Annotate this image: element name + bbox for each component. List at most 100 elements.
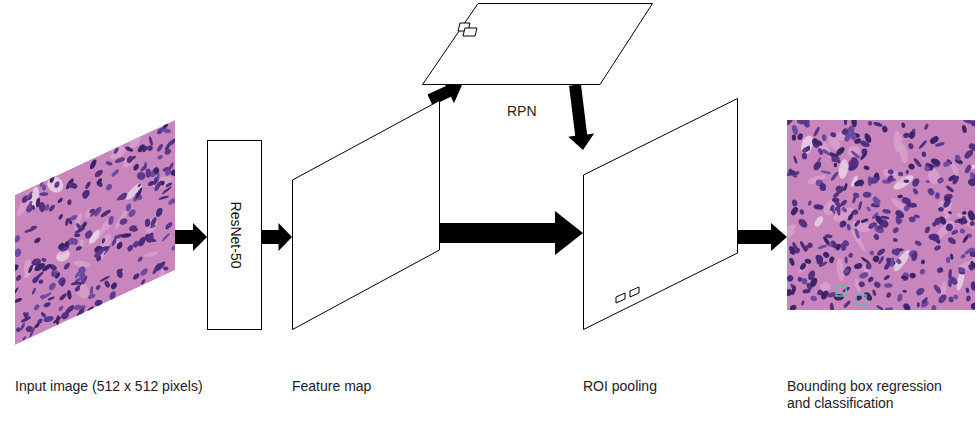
- output-image-shape: [787, 120, 975, 310]
- nucleus: [885, 307, 894, 310]
- nucleus: [829, 204, 835, 212]
- nucleus: [852, 192, 860, 199]
- nucleus: [867, 121, 872, 126]
- nucleus: [89, 206, 100, 217]
- nucleus: [907, 162, 915, 170]
- nucleus: [155, 207, 163, 218]
- nucleus: [793, 155, 798, 164]
- stroma: [821, 197, 841, 218]
- nucleus: [39, 192, 49, 196]
- block-arrow: [440, 211, 583, 255]
- nucleus: [886, 292, 892, 299]
- stroma: [144, 216, 159, 235]
- node-label: Bounding box regression and classificati…: [787, 378, 952, 412]
- nucleus: [840, 221, 845, 227]
- nucleus: [902, 132, 910, 139]
- histology-image: [15, 120, 175, 345]
- nucleus: [135, 171, 147, 181]
- nucleus: [69, 214, 77, 222]
- nucleus: [161, 232, 170, 242]
- nucleus: [901, 275, 909, 280]
- nucleus: [116, 268, 124, 280]
- nucleus: [843, 300, 852, 309]
- nucleus: [95, 284, 102, 291]
- nucleus: [804, 258, 812, 264]
- nucleus: [104, 279, 111, 289]
- nucleus: [948, 279, 952, 288]
- nucleus: [895, 258, 902, 265]
- nucleus: [926, 187, 935, 197]
- nucleus: [835, 243, 842, 251]
- nucleus: [145, 167, 152, 179]
- nucleus: [908, 143, 915, 150]
- nucleus: [117, 192, 127, 202]
- nucleus: [126, 202, 132, 212]
- nucleus: [73, 233, 81, 237]
- plane-outline: [584, 99, 738, 330]
- nucleus: [789, 304, 797, 310]
- detection-box: [836, 286, 846, 296]
- nucleus: [853, 219, 861, 227]
- nucleus: [860, 256, 870, 265]
- nucleus: [844, 120, 847, 125]
- nucleus: [70, 281, 81, 285]
- stroma: [44, 173, 66, 196]
- stroma: [787, 228, 796, 239]
- nucleus: [951, 229, 959, 236]
- nucleus: [930, 233, 940, 243]
- nucleus: [799, 240, 807, 251]
- nucleus: [791, 199, 797, 207]
- nucleus: [41, 257, 48, 262]
- nucleus: [909, 272, 917, 279]
- nucleus: [54, 272, 61, 279]
- nucleus: [873, 233, 880, 241]
- nucleus: [805, 145, 810, 151]
- nucleus: [822, 251, 830, 259]
- nucleus: [902, 289, 907, 293]
- nucleus: [48, 204, 56, 212]
- nucleus: [945, 185, 954, 193]
- nucleus: [963, 148, 975, 160]
- nucleus: [133, 163, 140, 172]
- nucleus: [44, 203, 49, 212]
- nucleus: [863, 165, 870, 171]
- stroma: [892, 248, 913, 273]
- nucleus: [22, 336, 27, 341]
- nucleus: [793, 175, 798, 178]
- nucleus: [31, 288, 37, 295]
- nucleus: [34, 261, 45, 272]
- nucleus: [105, 183, 114, 192]
- nucleus: [844, 256, 847, 263]
- nucleus: [161, 128, 172, 135]
- nucleus: [110, 281, 118, 291]
- node-label: Input image (512 x 512 pixels): [15, 378, 203, 395]
- nucleus: [43, 302, 51, 308]
- nucleus: [883, 274, 890, 281]
- nucleus: [933, 244, 941, 251]
- nucleus: [164, 168, 172, 177]
- nucleus: [862, 291, 873, 303]
- nucleus: [873, 198, 882, 206]
- nucleus: [873, 121, 883, 127]
- nucleus: [876, 247, 886, 257]
- nucleus: [118, 218, 128, 225]
- nucleus: [853, 178, 864, 187]
- nucleus: [137, 183, 142, 188]
- nucleus: [40, 294, 45, 299]
- nucleus: [128, 225, 137, 230]
- nucleus: [866, 206, 872, 212]
- nucleus: [938, 206, 945, 212]
- nucleus: [967, 209, 975, 221]
- nucleus: [24, 228, 34, 234]
- nucleus: [59, 292, 68, 302]
- nucleus: [69, 182, 78, 190]
- input-image: Input image (512 x 512 pixels): [15, 120, 175, 345]
- nucleus: [75, 226, 86, 235]
- nucleus: [960, 218, 966, 226]
- nucleus: [88, 293, 96, 299]
- nucleus: [136, 143, 146, 153]
- nucleus: [807, 242, 813, 248]
- nucleus: [830, 171, 839, 182]
- resnet-box: ResNet-50: [207, 140, 262, 330]
- nucleus: [87, 305, 94, 312]
